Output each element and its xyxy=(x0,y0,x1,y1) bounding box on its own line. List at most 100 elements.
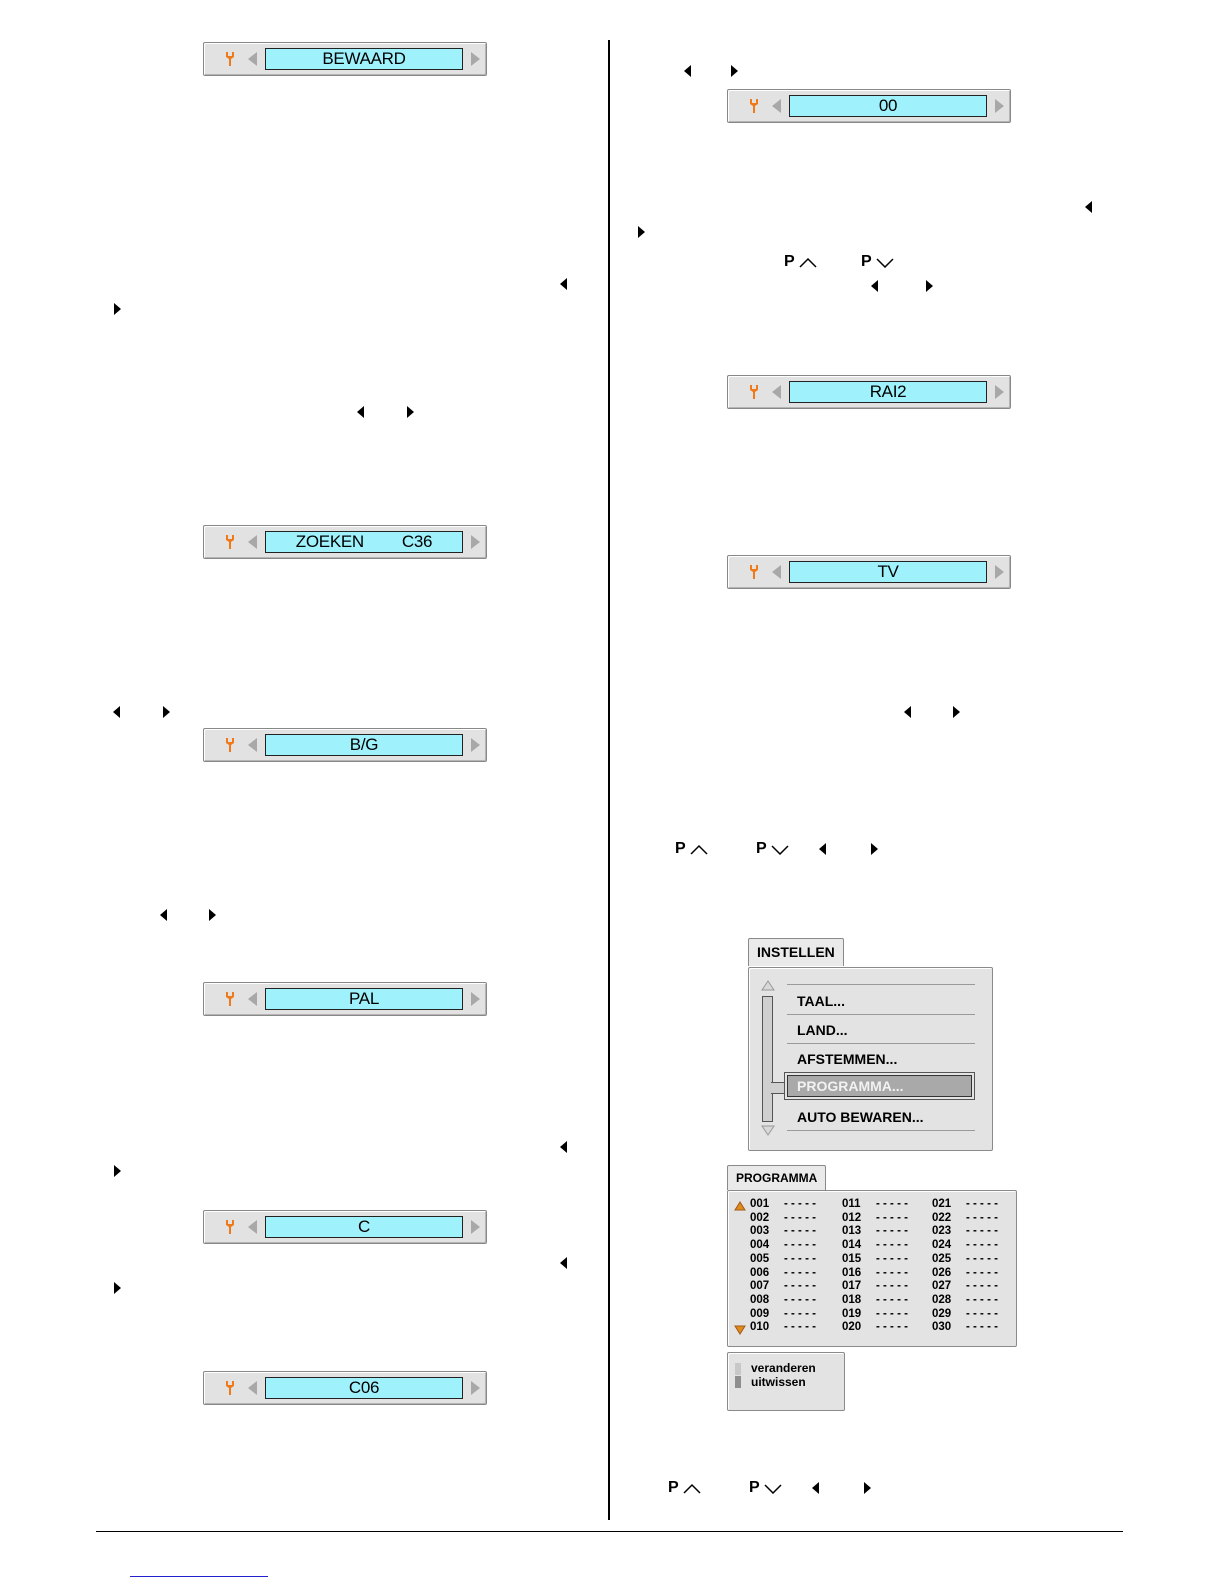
left-arrow-icon xyxy=(560,278,567,290)
programma-row[interactable]: 020- - - - - xyxy=(842,1321,908,1335)
right-arrow-icon xyxy=(471,738,480,752)
programma-row[interactable]: 019- - - - - xyxy=(842,1308,908,1322)
programma-row[interactable]: 010- - - - - xyxy=(750,1321,816,1335)
menu-separator xyxy=(787,1130,975,1131)
programma-number: 028 xyxy=(932,1293,952,1306)
menu-item-taal[interactable]: TAAL... xyxy=(797,993,845,1009)
programma-row[interactable]: 005- - - - - xyxy=(750,1253,816,1267)
wrench-icon xyxy=(226,1220,234,1234)
right-arrow-icon xyxy=(995,565,1004,579)
left-arrow-icon xyxy=(248,535,257,549)
left-arrow-icon xyxy=(819,843,826,855)
right-arrow-icon xyxy=(407,406,414,418)
programma-row[interactable]: 016- - - - - xyxy=(842,1267,908,1281)
programma-row[interactable]: 027- - - - - xyxy=(932,1280,998,1294)
right-arrow-icon xyxy=(995,385,1004,399)
menu-item-programma[interactable]: PROGRAMMA... xyxy=(787,1075,972,1097)
programma-name: - - - - - xyxy=(966,1321,998,1334)
osd-bar-source: TV xyxy=(727,555,1011,589)
left-arrow-icon xyxy=(560,1257,567,1269)
wrench-icon xyxy=(750,385,758,399)
programma-row[interactable]: 007- - - - - xyxy=(750,1280,816,1294)
programma-row[interactable]: 008- - - - - xyxy=(750,1294,816,1308)
osd-value: TV xyxy=(789,561,987,583)
programma-row[interactable]: 002- - - - - xyxy=(750,1212,816,1226)
programma-row[interactable]: 025- - - - - xyxy=(932,1253,998,1267)
programma-row[interactable]: 022- - - - - xyxy=(932,1212,998,1226)
programma-number: 010 xyxy=(750,1321,770,1334)
programma-name: - - - - - xyxy=(876,1252,908,1265)
left-arrow-icon xyxy=(248,1220,257,1234)
programma-row[interactable]: 018 - - - - - xyxy=(842,1294,908,1308)
programma-number: 021 xyxy=(932,1198,952,1210)
programma-row[interactable]: 012- - - - - xyxy=(842,1212,908,1226)
programma-column-2: 011- - - - -012- - - - -013- - - - -014-… xyxy=(842,1198,908,1335)
menu-item-auto-bewaren[interactable]: AUTO BEWAREN... xyxy=(797,1109,924,1125)
menu-item-afstemmen[interactable]: AFSTEMMEN... xyxy=(797,1051,898,1067)
right-arrow-icon xyxy=(471,535,480,549)
right-arrow-icon xyxy=(638,226,645,238)
programma-number: 009 xyxy=(750,1307,770,1320)
programma-name: - - - - - xyxy=(784,1266,816,1279)
menu-item-land[interactable]: LAND... xyxy=(797,1022,848,1038)
right-arrow-icon xyxy=(471,52,480,66)
wrench-icon xyxy=(750,99,758,113)
wrench-icon xyxy=(226,738,234,752)
programma-row[interactable]: 017- - - - - xyxy=(842,1280,908,1294)
wrench-icon xyxy=(750,565,758,579)
left-arrow-icon xyxy=(1085,201,1092,213)
scroll-up-icon xyxy=(761,980,775,991)
programma-row[interactable]: 004- - - - - xyxy=(750,1239,816,1253)
footer-rule xyxy=(96,1531,1123,1532)
right-arrow-icon xyxy=(995,99,1004,113)
programma-name: - - - - - xyxy=(876,1293,908,1306)
programma-row[interactable]: 029- - - - - xyxy=(932,1308,998,1322)
programma-row[interactable]: 003- - - - - xyxy=(750,1225,816,1239)
left-arrow-icon xyxy=(113,706,120,718)
p-down-key: P xyxy=(749,1479,782,1497)
chevron-down-icon xyxy=(764,1484,782,1494)
programma-row[interactable]: 011- - - - - xyxy=(842,1198,908,1212)
scrollbar-track xyxy=(762,996,773,1122)
programma-number: 008 xyxy=(750,1293,770,1306)
programma-row[interactable]: 023- - - - - xyxy=(932,1225,998,1239)
menu-item-label: PROGRAMMA... xyxy=(797,1078,904,1094)
programma-number: 020 xyxy=(842,1321,862,1334)
programma-row[interactable]: 028- - - - - xyxy=(932,1294,998,1308)
programma-name: - - - - - xyxy=(966,1198,998,1210)
programma-name: - - - - - xyxy=(966,1266,998,1279)
footer-link-underline xyxy=(130,1576,268,1577)
programma-row[interactable]: 030- - - - - xyxy=(932,1321,998,1335)
right-arrow-icon xyxy=(471,992,480,1006)
scroll-down-icon xyxy=(734,1325,746,1335)
osd-bar-bewaard: BEWAARD xyxy=(203,42,487,76)
programma-row[interactable]: 026- - - - - xyxy=(932,1267,998,1281)
programma-name: - - - - - xyxy=(784,1225,816,1238)
programma-name: - - - - - xyxy=(784,1252,816,1265)
programma-number: 018 xyxy=(842,1293,862,1306)
osd-value: B/G xyxy=(265,734,463,756)
programma-number: 022 xyxy=(932,1211,952,1224)
p-up-key: P xyxy=(675,840,708,858)
programma-number: 024 xyxy=(932,1239,952,1252)
scroll-up-icon xyxy=(734,1201,746,1211)
osd-bar-color-system: PAL xyxy=(203,982,487,1016)
left-arrow-icon xyxy=(772,99,781,113)
programma-row[interactable]: 021 - - - - - xyxy=(932,1198,998,1212)
programma-table-panel: 001- - - - -002- - - - -003- - - - -004-… xyxy=(727,1190,1017,1347)
left-arrow-icon xyxy=(248,992,257,1006)
chevron-up-icon xyxy=(683,1483,701,1494)
osd-bar-fine-tune: 00 xyxy=(727,89,1011,123)
programma-row[interactable]: 014- - - - - xyxy=(842,1239,908,1253)
programma-row[interactable]: 015- - - - - xyxy=(842,1253,908,1267)
programma-number: 025 xyxy=(932,1252,952,1265)
programma-number: 016 xyxy=(842,1266,862,1279)
programma-row[interactable]: 009- - - - - xyxy=(750,1308,816,1322)
menu-separator xyxy=(787,984,975,985)
programma-row[interactable]: 006- - - - - xyxy=(750,1267,816,1281)
programma-row[interactable]: 013- - - - - xyxy=(842,1225,908,1239)
programma-row[interactable]: 024- - - - - xyxy=(932,1239,998,1253)
programma-number: 027 xyxy=(932,1280,952,1293)
programma-row[interactable]: 001- - - - - xyxy=(750,1198,816,1212)
